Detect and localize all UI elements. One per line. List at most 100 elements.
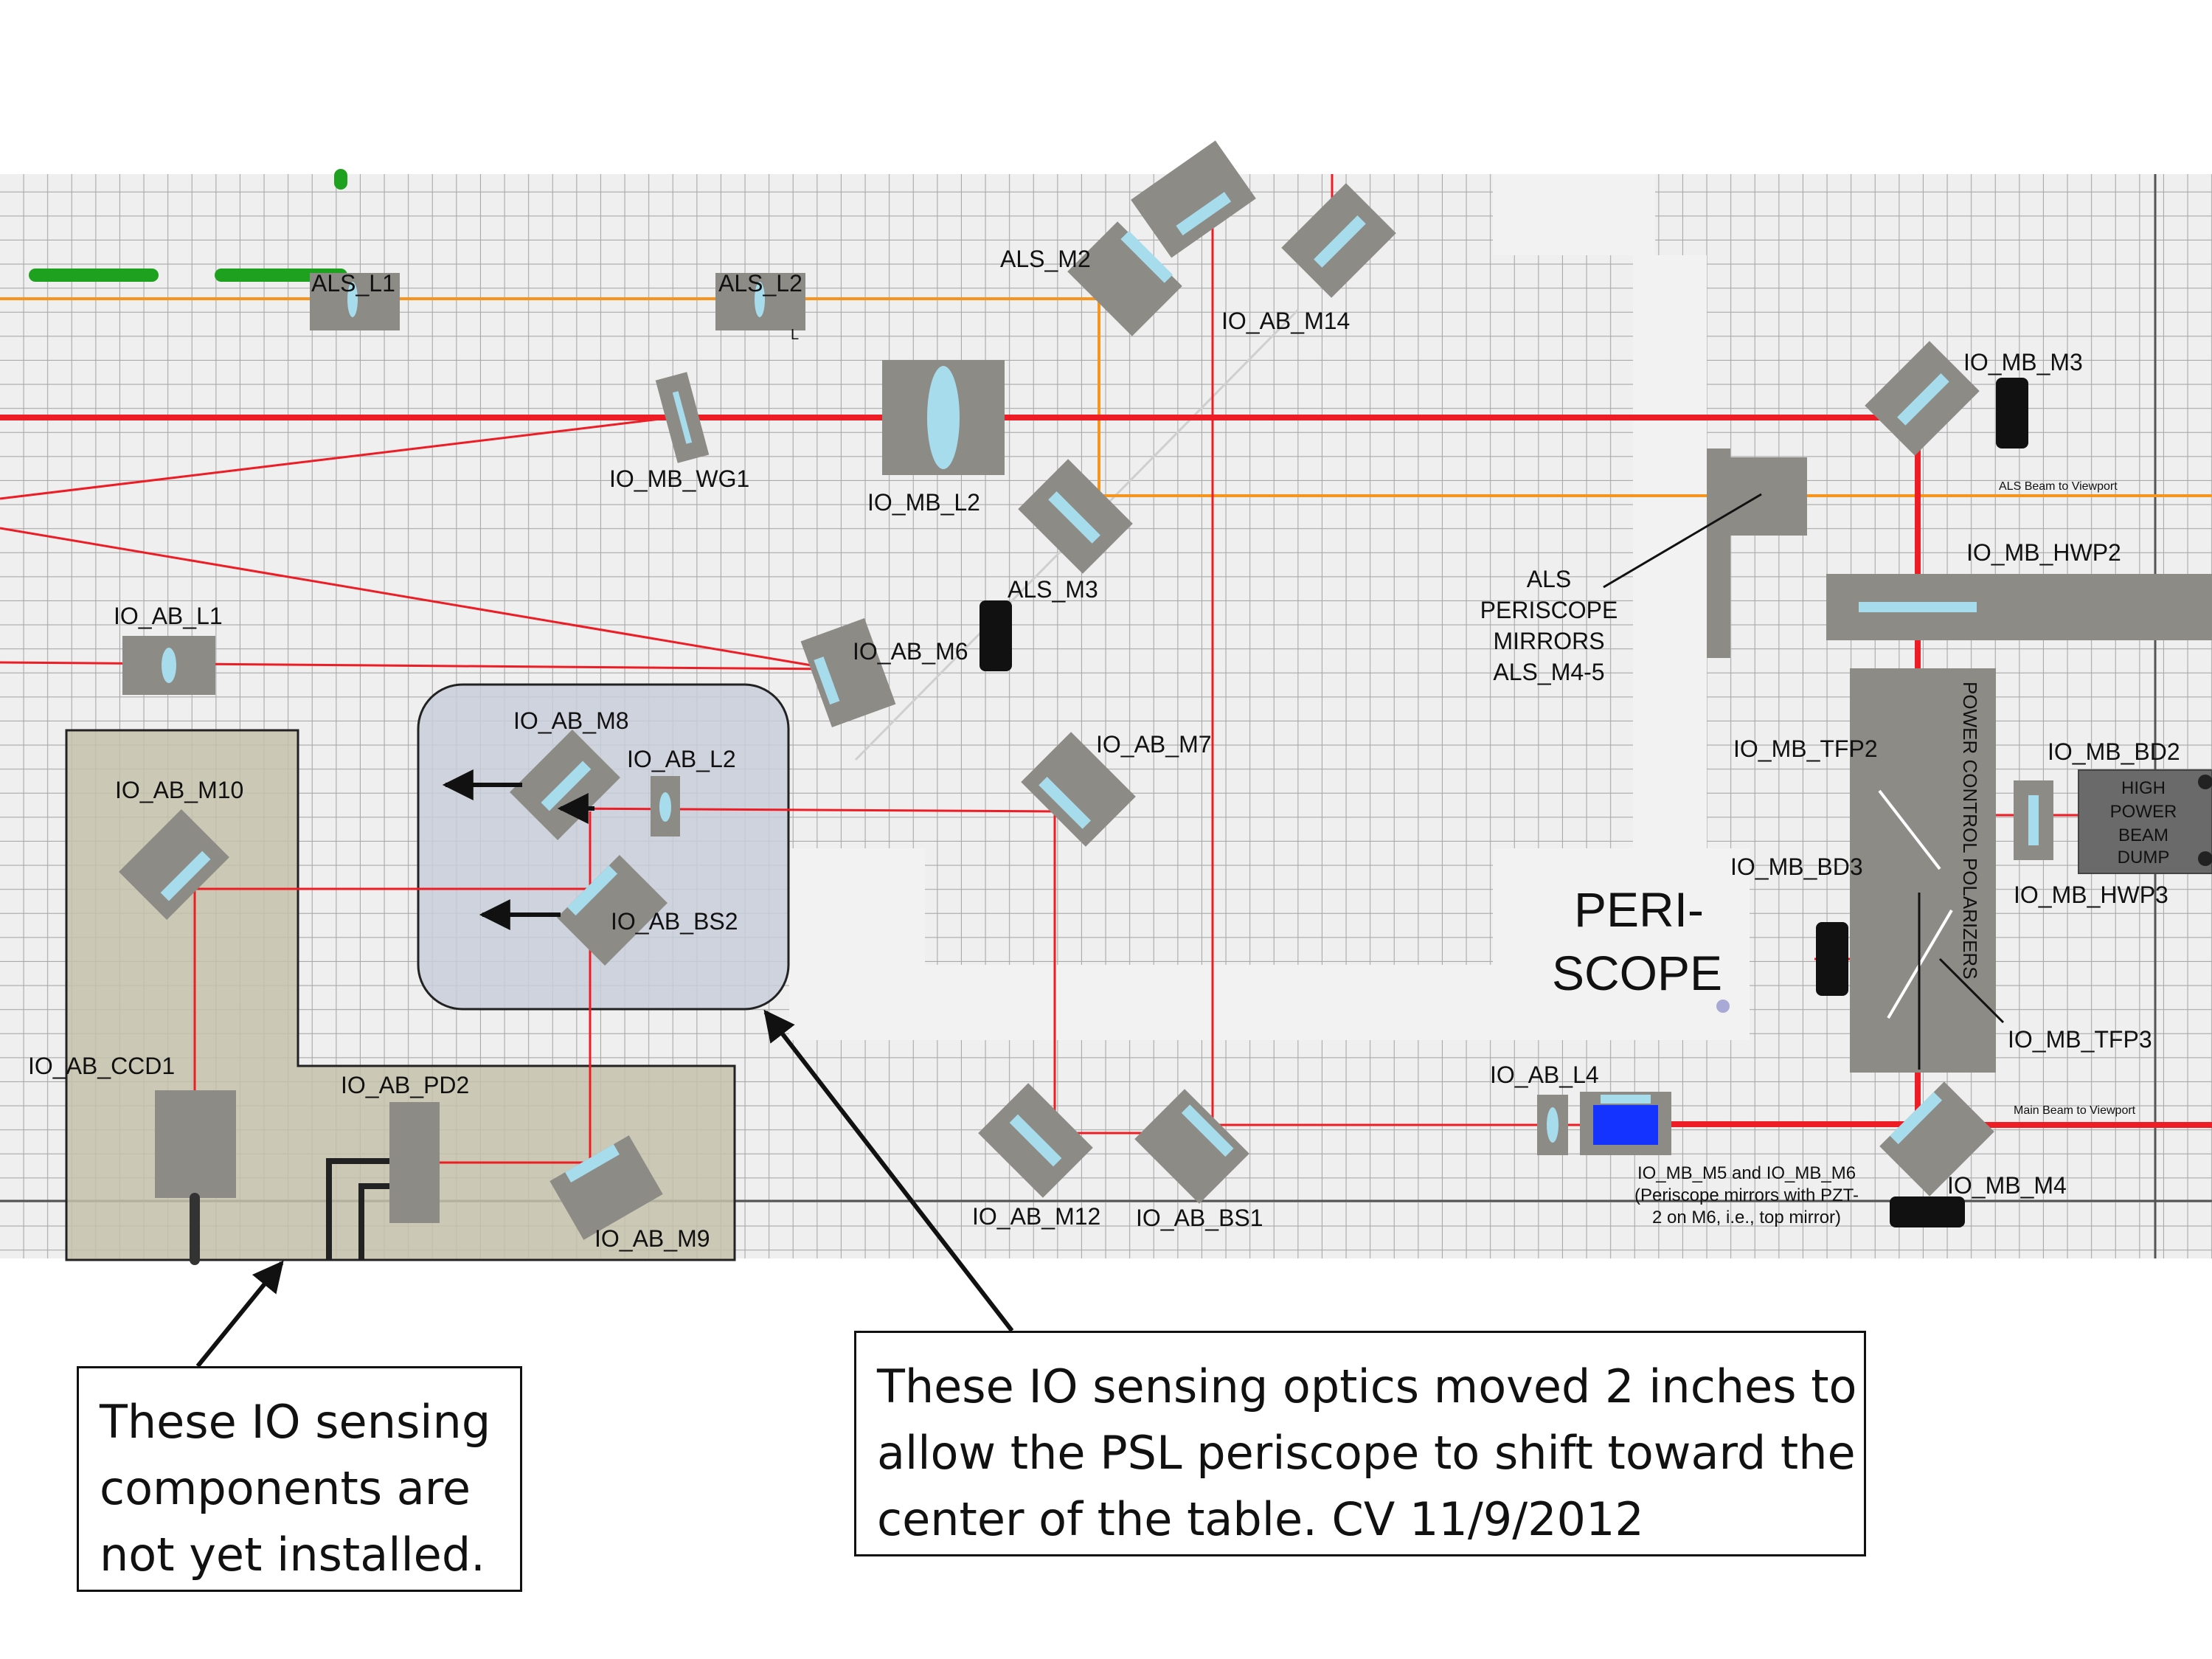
note-left-line-3: not yet installed. xyxy=(100,1528,485,1582)
label-io-ab-m8: IO_AB_M8 xyxy=(513,707,629,734)
label-main-beam-to-viewport: Main Beam to Viewport xyxy=(2014,1104,2136,1117)
mirror-io-ab-m8 xyxy=(510,730,620,840)
beamsplitter-io-ab-bs2 xyxy=(557,855,668,966)
mirror-io-mb-m4 xyxy=(1879,1081,1994,1196)
waveplate-io-mb-hwp3 xyxy=(2014,780,2053,860)
label-io-ab-m9: IO_AB_M9 xyxy=(594,1225,710,1252)
lens-io-ab-l4 xyxy=(1537,1095,1568,1155)
note-left-line-2: components are xyxy=(100,1461,471,1515)
cleared-block xyxy=(789,848,925,1040)
note-right-line-3: center of the table. CV 11/9/2012 xyxy=(877,1492,1644,1546)
label-als-beam-to-viewport: ALS Beam to Viewport xyxy=(1999,480,2118,493)
lens-io-ab-l2 xyxy=(651,776,680,837)
label-io-ab-m6: IO_AB_M6 xyxy=(853,638,968,665)
mirror-top-partial xyxy=(1131,140,1256,258)
power-control-polarizers xyxy=(1850,668,2005,1073)
als-periscope-mirrors xyxy=(1707,448,1807,658)
callout-arrow-left xyxy=(195,1260,284,1368)
label-io-mb-m5-m6-3: 2 on M6, i.e., top mirror) xyxy=(1652,1208,1841,1227)
label-io-ab-bs2: IO_AB_BS2 xyxy=(611,908,738,935)
moved-optics-region xyxy=(417,683,790,1011)
lens-als-l1 xyxy=(310,273,400,330)
label-io-mb-bd2: IO_MB_BD2 xyxy=(2048,738,2180,765)
high-power-beam-dump xyxy=(2078,769,2212,874)
periscope-marker xyxy=(1716,1000,1730,1013)
label-io-mb-m4: IO_MB_M4 xyxy=(1947,1172,2067,1199)
lens-io-ab-l1 xyxy=(122,636,215,695)
mirror-io-ab-m9 xyxy=(549,1135,663,1240)
callout-arrow-right xyxy=(763,1009,1014,1332)
label-beam-dump-4: DUMP xyxy=(2118,848,2170,867)
label-periscope-1: PERI- xyxy=(1574,882,1704,937)
periscope-mirrors-io-mb-m5-m6 xyxy=(1580,1092,1671,1155)
waveplate-io-mb-wg1 xyxy=(655,372,710,463)
label-io-mb-bd3: IO_MB_BD3 xyxy=(1730,853,1863,880)
label-io-mb-tfp3: IO_MB_TFP3 xyxy=(2008,1026,2152,1053)
label-io-ab-pd2: IO_AB_PD2 xyxy=(341,1072,469,1098)
beamsplitter-io-ab-bs1 xyxy=(1134,1089,1249,1204)
label-beam-dump-2: POWER xyxy=(2110,802,2177,822)
photodiode-io-ab-pd2 xyxy=(389,1102,440,1223)
label-io-ab-l4: IO_AB_L4 xyxy=(1490,1061,1599,1088)
label-periscope-2: SCOPE xyxy=(1552,946,1722,1000)
label-io-mb-m3: IO_MB_M3 xyxy=(1963,349,2083,375)
note-uninstalled-components: These IO sensing components are not yet … xyxy=(77,1366,522,1592)
label-beam-dump-3: BEAM xyxy=(2118,825,2168,845)
mirror-io-ab-m12 xyxy=(978,1083,1093,1198)
label-io-ab-m12: IO_AB_M12 xyxy=(972,1203,1100,1230)
label-als-l1: ALS_L1 xyxy=(311,270,395,297)
label-als-l2-small: L xyxy=(791,327,799,343)
label-io-mb-hwp3: IO_MB_HWP3 xyxy=(2014,882,2168,908)
periscope-column xyxy=(1633,255,1707,848)
label-io-ab-ccd1: IO_AB_CCD1 xyxy=(28,1053,175,1079)
lens-als-l2 xyxy=(715,273,805,330)
mirror-als-m2 xyxy=(1067,221,1182,336)
label-als-m3: ALS_M3 xyxy=(1008,576,1098,603)
note-right-line-2: allow the PSL periscope to shift toward … xyxy=(877,1426,1856,1480)
pd2-cables xyxy=(326,1158,389,1260)
beam-block-io-mb-bd3 xyxy=(1816,922,1848,996)
beam-block-als-m3 xyxy=(980,600,1012,671)
label-io-mb-m5-m6-2: (Periscope mirrors with PZT- xyxy=(1634,1185,1859,1205)
label-als-periscope-3: MIRRORS xyxy=(1493,628,1604,654)
als-beam xyxy=(0,297,2212,497)
label-io-ab-bs1: IO_AB_BS1 xyxy=(1136,1205,1263,1231)
mirror-io-ab-m7 xyxy=(1021,732,1136,847)
label-io-mb-tfp2: IO_MB_TFP2 xyxy=(1733,735,1878,762)
sensing-beams xyxy=(0,174,2087,1166)
label-io-ab-m14: IO_AB_M14 xyxy=(1221,308,1350,334)
note-right-line-1: These IO sensing optics moved 2 inches t… xyxy=(877,1360,1857,1413)
label-als-periscope-4: ALS_M4-5 xyxy=(1493,659,1604,685)
mirror-als-m3 xyxy=(1018,459,1133,574)
lens-io-mb-l2 xyxy=(882,360,1005,475)
label-io-ab-l2: IO_AB_L2 xyxy=(627,746,736,772)
label-als-periscope-1: ALS xyxy=(1527,566,1571,592)
label-io-ab-l1: IO_AB_L1 xyxy=(114,603,223,629)
label-io-mb-l2: IO_MB_L2 xyxy=(867,489,980,516)
als-periscope-pointer xyxy=(1603,493,1762,589)
mirror-io-mb-m3 xyxy=(1865,341,1980,456)
mirror-io-ab-m10 xyxy=(119,809,229,920)
camera-io-ab-ccd1 xyxy=(155,1090,236,1198)
label-io-ab-m10: IO_AB_M10 xyxy=(115,777,243,803)
label-als-l2: ALS_L2 xyxy=(718,270,802,297)
note-moved-optics: These IO sensing optics moved 2 inches t… xyxy=(854,1331,1866,1556)
label-io-mb-m5-m6-1: IO_MB_M5 and IO_MB_M6 xyxy=(1637,1163,1856,1183)
label-als-periscope-2: PERISCOPE xyxy=(1480,597,1618,623)
note-left-line-1: These IO sensing xyxy=(100,1395,491,1449)
label-power-control-polarizers: POWER CONTROL POLARIZERS xyxy=(1959,682,1981,980)
cleared-strip xyxy=(925,965,1493,1040)
label-io-mb-hwp2: IO_MB_HWP2 xyxy=(1966,539,2121,566)
mirror-io-ab-m6 xyxy=(800,618,896,727)
mirror-io-ab-m14 xyxy=(1281,183,1396,298)
label-io-ab-m7: IO_AB_M7 xyxy=(1096,731,1212,758)
label-beam-dump-1: HIGH xyxy=(2121,778,2166,798)
beam-block-io-mb-m4 xyxy=(1890,1196,1965,1227)
blank-area-top xyxy=(1493,174,1655,255)
periscope-area xyxy=(1493,848,1750,1040)
waveplate-io-mb-hwp2 xyxy=(1826,574,2212,640)
label-io-mb-wg1: IO_MB_WG1 xyxy=(609,465,749,492)
label-als-m2: ALS_M2 xyxy=(1000,246,1091,272)
beam-block-io-mb-m3 xyxy=(1996,378,2028,448)
